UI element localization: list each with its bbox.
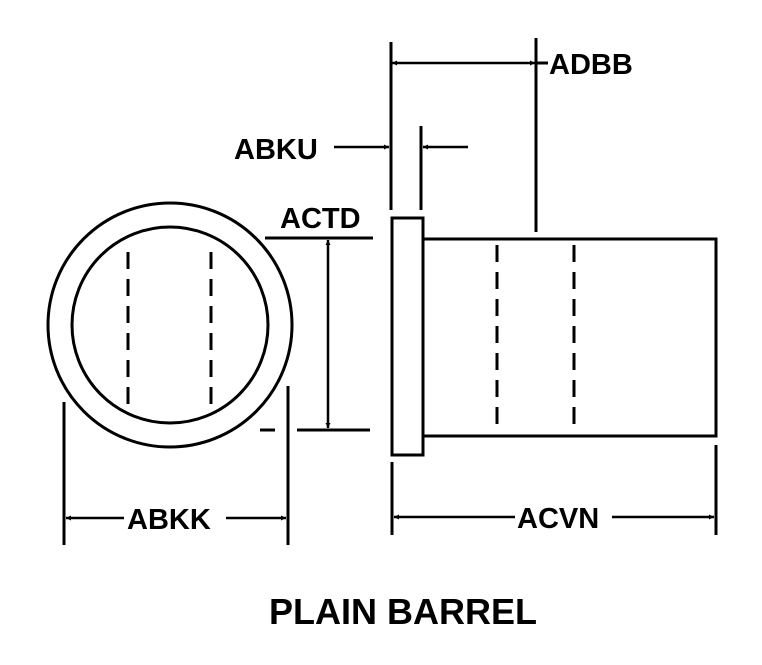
outer-circle [46, 201, 294, 449]
label-abkk: ABKK [127, 504, 211, 536]
label-abku: ABKU [234, 134, 318, 166]
label-acvn: ACVN [517, 503, 599, 535]
label-adbb: ADBB [549, 49, 633, 81]
side-view [390, 216, 718, 457]
barrel-body [421, 237, 718, 438]
dimension-abkk: ABKK [62, 386, 290, 545]
label-actd: ACTD [280, 203, 361, 235]
diagram-title: PLAIN BARREL [269, 591, 537, 632]
dimension-abku: ABKU [234, 126, 468, 210]
end-view [46, 201, 294, 449]
dimension-adbb: ADBB [389, 38, 633, 232]
dimension-actd: ACTD [260, 203, 373, 432]
dimension-acvn: ACVN [390, 445, 718, 535]
inner-circle [70, 225, 270, 425]
flange [390, 216, 425, 457]
